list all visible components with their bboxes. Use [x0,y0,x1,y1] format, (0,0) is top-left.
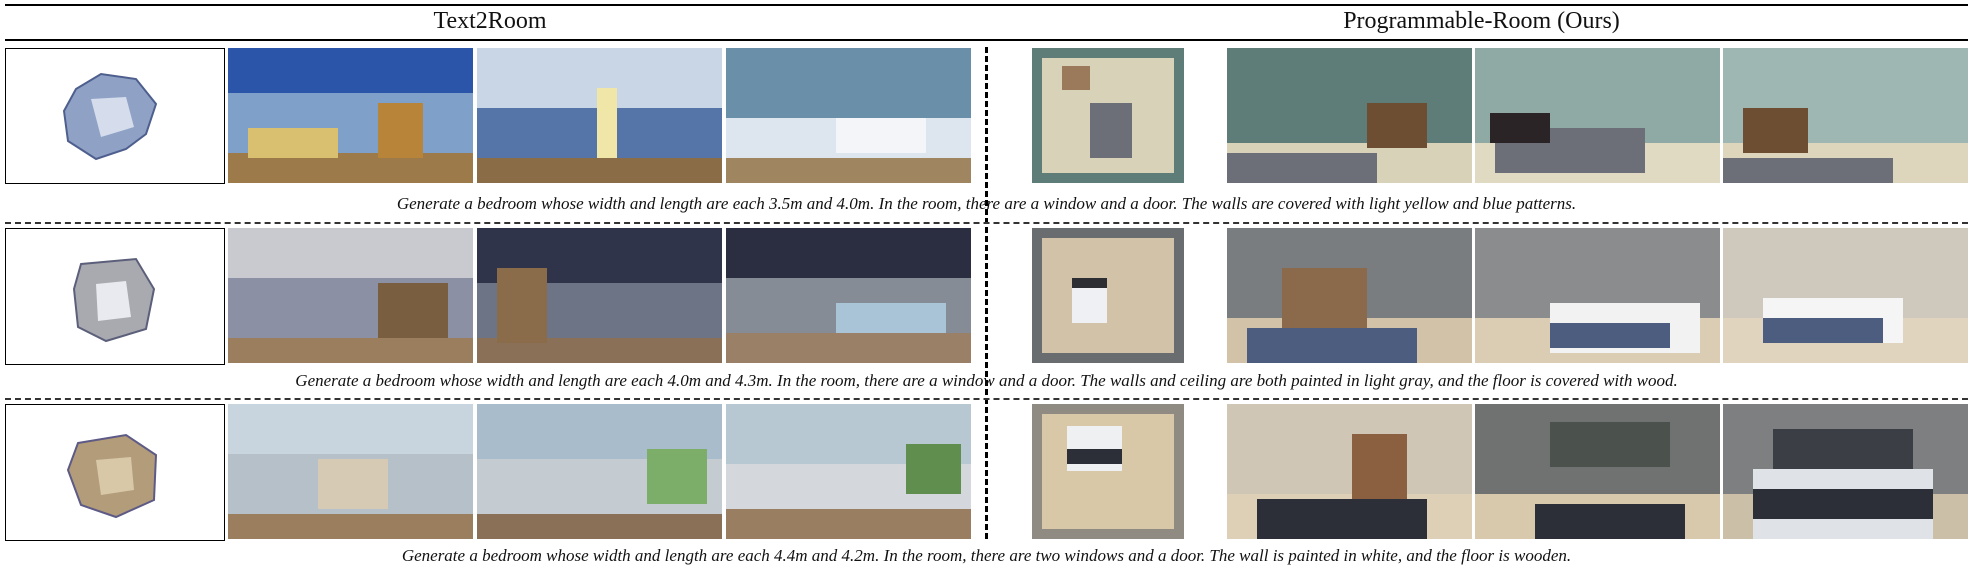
row-caption: Generate a bedroom whose width and lengt… [396,194,1577,213]
row-separator-1 [5,222,1968,224]
row-caption: Generate a bedroom whose width and lengt… [295,371,1678,390]
programmable-room-top-view [1032,228,1184,363]
text2room-mesh-overview [5,404,225,541]
text2room-view [726,228,971,363]
text2room-view [726,48,971,183]
programmable-room-view [1227,404,1472,539]
text2room-view [477,228,722,363]
text2room-view [726,404,971,539]
header-programmable-room: Programmable-Room (Ours) [1343,8,1620,34]
text2room-view [228,48,473,183]
text2room-view [228,404,473,539]
top-rule [5,4,1968,6]
programmable-room-view [1475,48,1720,183]
programmable-room-view [1227,48,1472,183]
programmable-room-top-view [1032,48,1184,183]
programmable-room-view [1723,404,1968,539]
method-separator [985,47,988,539]
programmable-room-top-view [1032,404,1184,539]
programmable-room-view [1723,48,1968,183]
text2room-mesh-overview [5,48,225,184]
programmable-room-view [1475,404,1720,539]
row-separator-2 [5,398,1968,400]
programmable-room-view [1723,228,1968,363]
programmable-room-view [1475,228,1720,363]
text2room-view [477,48,722,183]
row-caption: Generate a bedroom whose width and lengt… [401,546,1572,565]
text2room-view [228,228,473,363]
text2room-mesh-overview [5,228,225,365]
text2room-view [477,404,722,539]
header-rule [5,39,1968,41]
programmable-room-view [1227,228,1472,363]
header-text2room: Text2Room [433,8,547,34]
